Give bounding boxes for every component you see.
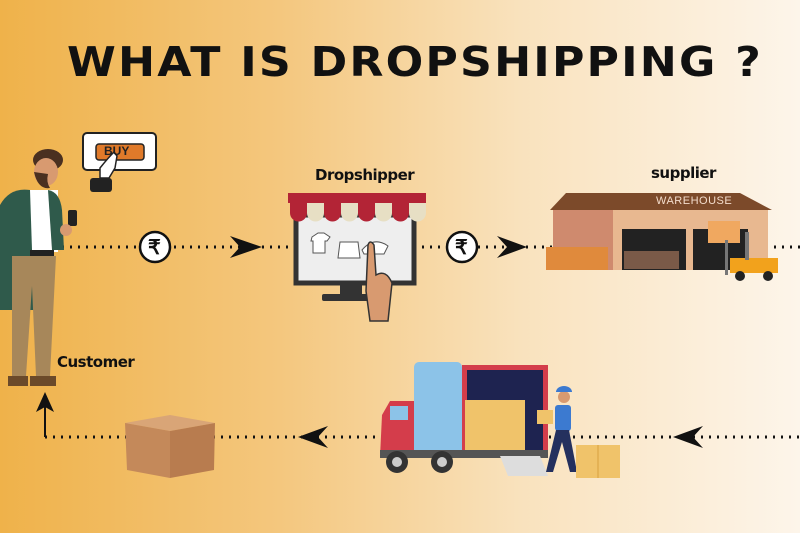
arrow-right-icon [497,236,527,258]
buy-button-hand-icon [82,132,157,192]
delivery-worker-icon [537,386,577,472]
online-store-icon [288,193,426,322]
arrow-left-icon [673,426,703,448]
rupee-symbol: ₹ [455,237,468,259]
rupee-icon [138,230,172,264]
buy-button: BUY [104,144,130,158]
customer-person-icon [0,149,77,386]
parcel-box-icon [125,415,215,478]
parcel-box-icon [576,445,620,478]
dropshipper-label: Dropshipper [315,166,415,184]
page-title: WHAT IS DROPSHIPPING ? [67,38,763,86]
rupee-symbol: ₹ [148,237,161,259]
forklift-icon [725,232,778,281]
customer-label: Customer [57,353,135,371]
arrow-left-icon [298,426,328,448]
warehouse-sign: WAREHOUSE [656,195,733,207]
arrow-up-icon [36,392,54,412]
supplier-label: supplier [651,164,716,182]
arrow-right-icon [230,236,262,258]
rupee-icon [445,230,479,264]
warehouse-icon [546,193,772,270]
delivery-truck-icon [380,362,548,476]
